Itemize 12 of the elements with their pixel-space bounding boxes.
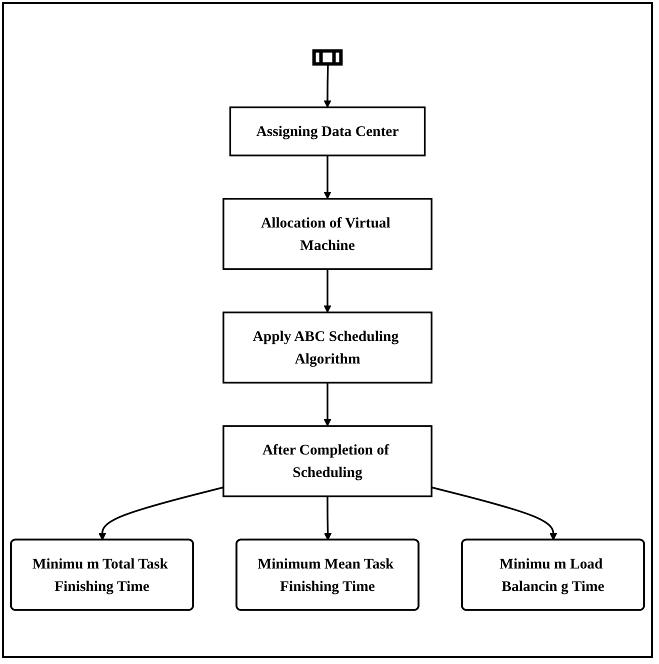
arrow	[324, 155, 332, 199]
arrow	[431, 486, 558, 540]
node-box: After Completion of Scheduling	[222, 424, 432, 497]
arrow	[98, 486, 224, 540]
node-bar	[312, 48, 343, 66]
node-box: Assigning Data Center	[229, 106, 426, 156]
arrow	[324, 496, 332, 540]
node-box: Apply ABC Scheduling Algorithm	[222, 311, 432, 384]
arrow	[324, 382, 332, 426]
node-box: Allocation of Virtual Machine	[222, 198, 432, 270]
arrow	[324, 64, 332, 108]
arrow	[324, 268, 332, 312]
